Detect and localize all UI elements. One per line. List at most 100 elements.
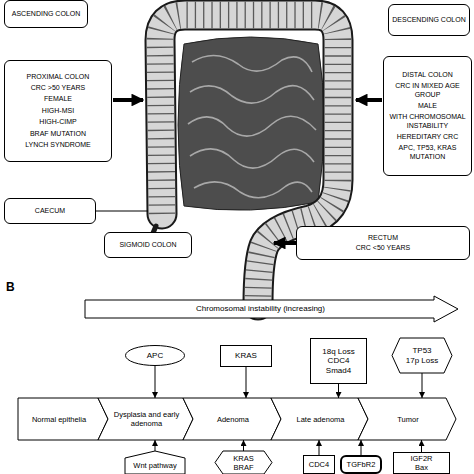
node-text: KRAS: [235, 351, 257, 361]
text-stack: IGF2RBax: [394, 453, 449, 473]
box-heading: RECTUM: [368, 234, 398, 242]
node-text: Bax: [415, 463, 428, 472]
intestine-loop: [188, 116, 316, 136]
stage-chevron: Normal epithelia: [18, 398, 108, 440]
shape-outline: [18, 398, 108, 440]
text-stack: ASCENDING COLON: [5, 1, 87, 27]
text-stack: PROXIMAL COLON CRC >50 YEARS FEMALE HIGH-MS…: [5, 61, 111, 161]
leader-line: [96, 211, 148, 212]
connector-arrow: [338, 384, 339, 398]
connector-arrow: [155, 440, 156, 451]
shape-outline: [183, 398, 281, 440]
region-box: DISTAL COLONCRC IN MIXED AGE GROUPMALEWI…: [383, 56, 472, 176]
box-heading: DISTAL COLON: [402, 71, 453, 79]
gene-box: TGFbR2: [340, 455, 382, 474]
text-stack: Chromosomal instability (increasing): [85, 296, 458, 322]
colon-outline: [160, 15, 338, 305]
text-stack: TP5317p Loss: [392, 338, 452, 373]
node-text: CRC IN MIXED AGE GROUP: [387, 82, 468, 99]
text-stack: SIGMOID COLON: [105, 233, 191, 257]
shape-outline: [125, 451, 185, 474]
shape-outline: [215, 451, 272, 474]
connector-arrow: [421, 440, 422, 452]
box-heading: SIGMOID COLON: [119, 241, 176, 249]
gene-oval: APC: [125, 345, 185, 366]
node-text: MALE: [418, 102, 437, 110]
node-text: Late adenoma: [297, 415, 345, 424]
intestine-loop: [192, 55, 312, 72]
intestine-loop: [190, 149, 314, 168]
text-stack: TGFbR2: [342, 457, 380, 472]
node-text: APC, TP53, KRAS MUTATION: [387, 144, 468, 161]
text-stack: Dysplasia and early adenoma: [98, 398, 193, 440]
node-text: Wnt pathway: [133, 461, 176, 470]
stage-chevron: Late adenoma: [271, 398, 368, 440]
pointer-arrow: [113, 98, 143, 102]
trend-arrow: Chromosomal instability (increasing): [85, 296, 458, 322]
gene-box: CDC4: [303, 455, 335, 474]
node-text: CDC4: [309, 460, 329, 469]
node-text: CRC >50 YEARS: [31, 84, 86, 92]
gene-hexagon: TP5317p Loss: [392, 338, 452, 373]
oval-outline: [126, 346, 185, 366]
text-stack: CDC4: [304, 456, 334, 473]
intestine-loops: [188, 55, 316, 197]
node-text: BRAF: [233, 463, 253, 472]
node-text: TP53: [412, 346, 431, 356]
node-text: HEREDITARY CRC: [397, 133, 458, 141]
node-text: Tumor: [397, 415, 418, 424]
intestine-loop: [194, 182, 312, 198]
connector-arrow: [422, 373, 423, 398]
text-stack: RECTUM CRC <50 YEARS: [297, 227, 469, 259]
region-box: DESCENDING COLON: [388, 4, 470, 36]
connector-arrow: [243, 440, 244, 451]
stage-chevron: Tumor: [358, 398, 456, 440]
pointer-arrow: [274, 241, 296, 245]
node-text: LYNCH SYNDROME: [25, 141, 91, 149]
node-text: IGF2R: [410, 454, 432, 463]
node-text: Chromosomal instability (increasing): [196, 304, 325, 314]
text-stack: Wnt pathway: [125, 451, 185, 474]
small-intestine: [178, 37, 324, 210]
node-text: FEMALE: [44, 95, 72, 103]
node-text: BRAF MUTATION: [30, 130, 86, 138]
box-heading: DESCENDING COLON: [392, 16, 466, 24]
shape-outline: [358, 398, 456, 440]
panel-label: B: [6, 280, 15, 294]
text-stack: CAECUM: [5, 199, 95, 223]
text-stack: Late adenoma: [271, 398, 368, 440]
text-stack: Tumor: [358, 398, 456, 440]
gene-hexagon: KRASBRAF: [215, 451, 272, 474]
text-stack: DESCENDING COLON: [389, 5, 469, 35]
pathway-shape: Wnt pathway: [125, 451, 185, 474]
text-stack: 18q LossCDC4Smad4: [311, 339, 366, 383]
text-stack: Normal epithelia: [18, 398, 108, 440]
node-text: Smad4: [326, 366, 351, 376]
text-stack: Adenoma: [183, 398, 281, 440]
node-text: CDC4: [328, 356, 350, 366]
region-box: ASCENDING COLON: [4, 0, 88, 28]
text-stack: APC: [125, 345, 185, 366]
node-text: Dysplasia and early adenoma: [112, 410, 181, 428]
connector-arrow: [246, 367, 247, 398]
gene-box: KRAS: [220, 345, 272, 367]
node-text: Adenoma: [217, 415, 249, 424]
box-heading: CAECUM: [35, 207, 65, 215]
shape-outline: [271, 398, 368, 440]
node-text: KRAS: [233, 454, 253, 463]
text-stack: KRAS: [221, 346, 271, 366]
text-stack: KRASBRAF: [215, 451, 272, 474]
text-stack: DISTAL COLONCRC IN MIXED AGE GROUPMALEWI…: [384, 57, 471, 175]
stage-chevron: Adenoma: [183, 398, 281, 440]
node-text: 17p Loss: [406, 356, 438, 366]
box-heading: PROXIMAL COLON: [27, 73, 90, 81]
node-text: CRC <50 YEARS: [356, 244, 411, 252]
node-text: APC: [147, 351, 163, 361]
node-text: HIGH-CIMP: [39, 118, 76, 126]
connector-arrow: [319, 440, 320, 455]
node-text: HIGH-MSI: [42, 107, 74, 115]
region-box: RECTUM CRC <50 YEARS: [296, 226, 470, 260]
connector-arrow: [361, 440, 362, 455]
intestine-loop: [190, 86, 314, 104]
